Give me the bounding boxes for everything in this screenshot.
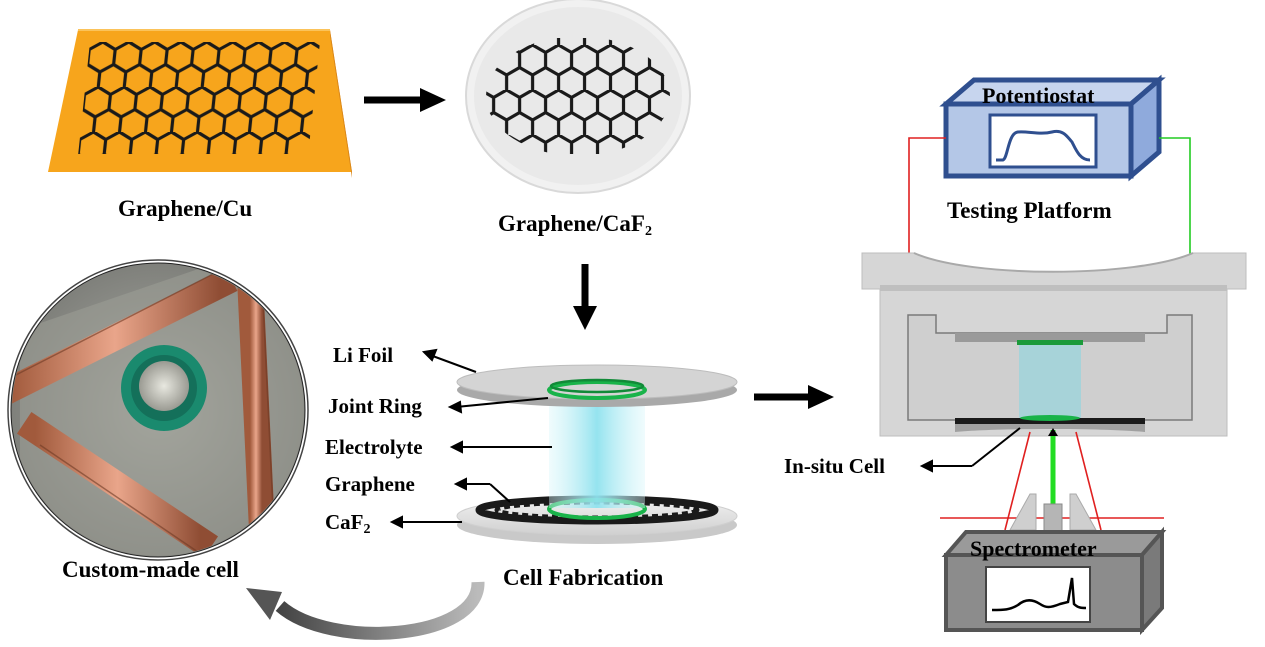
- cell-fabrication-stack: [389, 348, 738, 544]
- label-joint-ring: Joint Ring: [328, 394, 422, 418]
- arrow-icon: [573, 264, 597, 330]
- label-testing-platform: Testing Platform: [947, 198, 1112, 223]
- graphene-caf2-disc: [465, 0, 691, 194]
- spectrometer-assembly: [940, 428, 1167, 636]
- in-situ-pointer: [919, 427, 1021, 473]
- label-caf2: CaF2: [325, 510, 371, 537]
- custom-cell-photo: [7, 259, 309, 561]
- testing-platform-housing: [861, 252, 1247, 437]
- label-cell-fabrication: Cell Fabrication: [503, 565, 664, 590]
- curved-arrow-icon: [246, 581, 485, 640]
- potentiostat-box: [939, 74, 1166, 182]
- arrow-icon: [754, 385, 834, 409]
- label-li-foil: Li Foil: [333, 343, 394, 367]
- label-graphene-caf2: Graphene/CaF2: [498, 211, 652, 239]
- label-graphene-cu: Graphene/Cu: [118, 196, 253, 221]
- label-electrolyte: Electrolyte: [325, 435, 423, 459]
- arrow-icon: [364, 88, 446, 112]
- label-custom-made-cell: Custom-made cell: [62, 557, 239, 582]
- label-graphene: Graphene: [325, 472, 415, 496]
- graphene-cu-sheet: [48, 29, 352, 178]
- label-in-situ-cell: In-situ Cell: [784, 454, 885, 478]
- label-spectrometer: Spectrometer: [970, 536, 1097, 561]
- label-potentiostat: Potentiostat: [982, 83, 1095, 108]
